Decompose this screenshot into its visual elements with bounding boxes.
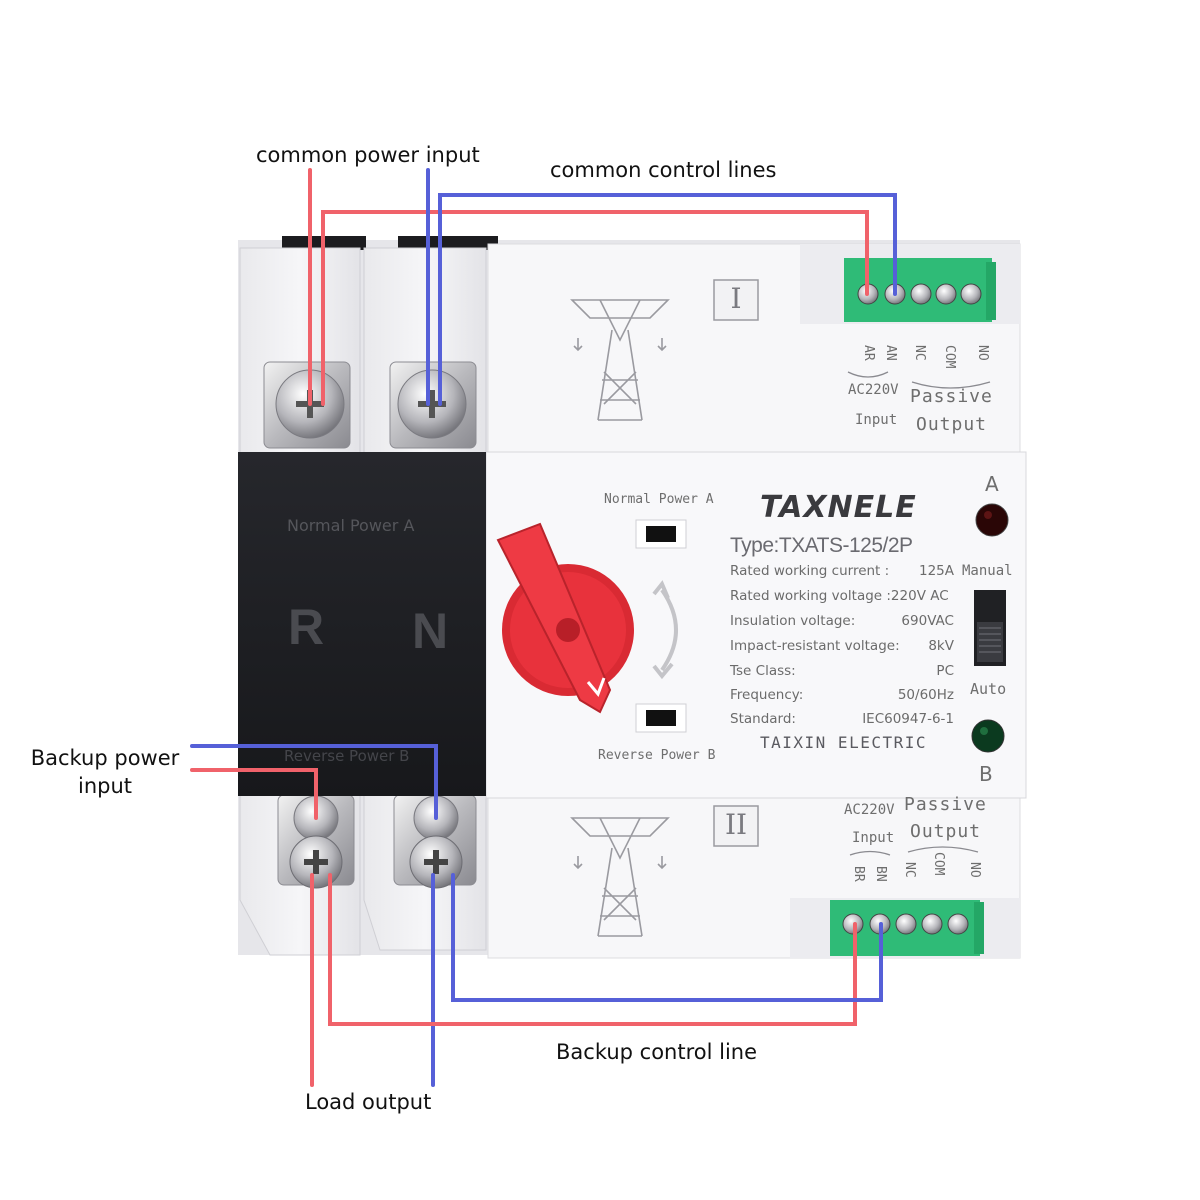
spec-row: Rated working current : 125A [730,563,954,588]
spec-row: Standard: IEC60947-6-1 [730,711,954,735]
top-term-voltage: AC220V [848,382,899,398]
type-label: Type:TXATS-125/2P [730,534,913,557]
top-term-ar: AR [861,345,876,361]
bottom-term-no: NO [967,862,982,878]
wire-backup-control [328,873,883,1026]
spec-row: Impact-resistant voltage: 8kV [730,638,954,663]
spec-label: Rated working voltage :220V AC [730,588,949,604]
wire-load-output [310,873,435,1087]
spec-label: Frequency: [730,687,804,703]
spec-value: IEC60947-6-1 [862,711,954,727]
window-normal-label: Normal Power A [604,492,714,507]
indicator-b-label: B [979,762,993,786]
top-term-output: Output [916,414,988,435]
spec-value: 50/60Hz [897,687,954,703]
callout-common-control-lines: common control lines [550,158,777,182]
selector-knob[interactable] [496,522,634,714]
top-term-no: NO [975,345,990,361]
bottom-term-com: COM [931,852,946,876]
led-b [971,719,1005,753]
top-terminal-n [389,361,477,449]
spec-label: Tse Class: [730,663,796,679]
bottom-term-input: Input [852,830,895,846]
roman-box-top [713,279,759,321]
bottom-term-nc: NC [902,862,917,878]
wire-backup-power [190,744,438,820]
top-terminal-r [263,361,351,449]
spec-label: Standard: [730,711,796,727]
spec-value: 125A [918,563,954,579]
bottom-term-voltage: AC220V [844,802,895,818]
switch-auto-label: Auto [970,680,1007,698]
indicator-a-label: A [985,472,999,496]
spec-row: Insulation voltage: 690VAC [730,613,954,638]
callout-load-output: Load output [305,1090,432,1114]
callout-backup-control-line: Backup control line [556,1040,758,1064]
callout-common-power-input: common power input [256,143,480,167]
led-a [975,503,1009,537]
switch-manual-label: Manual [962,563,1013,579]
black-panel [238,452,486,796]
top-term-input: Input [855,412,898,428]
roman-top: I [730,282,742,315]
top-term-com: COM [942,345,957,369]
spec-row: Tse Class: PC [730,663,954,687]
callout-backup-power-line2: input [77,774,133,798]
top-term-nc: NC [912,345,927,361]
window-reverse-label: Reverse Power B [598,748,716,763]
bottom-term-bn: BN [873,866,888,882]
phase-r-label: R [288,599,325,655]
spec-label: Rated working current : [730,563,890,579]
wire-common-power-blue [426,168,897,406]
spec-table: Rated working current : 125A Rated worki… [730,563,954,735]
spec-label: Insulation voltage: [730,613,856,629]
bottom-term-passive: Passive [904,794,987,815]
roman-bottom: II [724,808,748,841]
spec-label: Impact-resistant voltage: [730,638,900,654]
brand-logo: TAXNELE [760,490,917,525]
bottom-term-br: BR [851,866,866,882]
callout-backup-power-line1: Backup power [30,746,180,770]
spec-value: 8kV [928,638,954,654]
spec-value: PC [936,663,954,679]
top-term-passive: Passive [910,386,993,407]
spec-value: 690VAC [901,613,954,629]
manufacturer-label: TAIXIN ELECTRIC [760,733,927,752]
roman-box-bottom [713,805,759,847]
bottom-terminal-r [277,794,355,889]
bottom-term-output: Output [910,821,982,842]
phase-n-label: N [412,603,449,659]
panel-reverse-label: Reverse Power B [284,747,410,765]
callout-backup-power-input: Backup power input [20,744,190,800]
tower-icon-bottom [570,817,670,937]
panel-normal-label: Normal Power A [287,516,415,535]
spec-row: Frequency: 50/60Hz [730,687,954,711]
wire-common-power-red [308,168,869,406]
spec-row: Rated working voltage :220V AC [730,588,954,613]
top-term-an: AN [883,345,898,361]
tower-icon-top [570,299,670,421]
